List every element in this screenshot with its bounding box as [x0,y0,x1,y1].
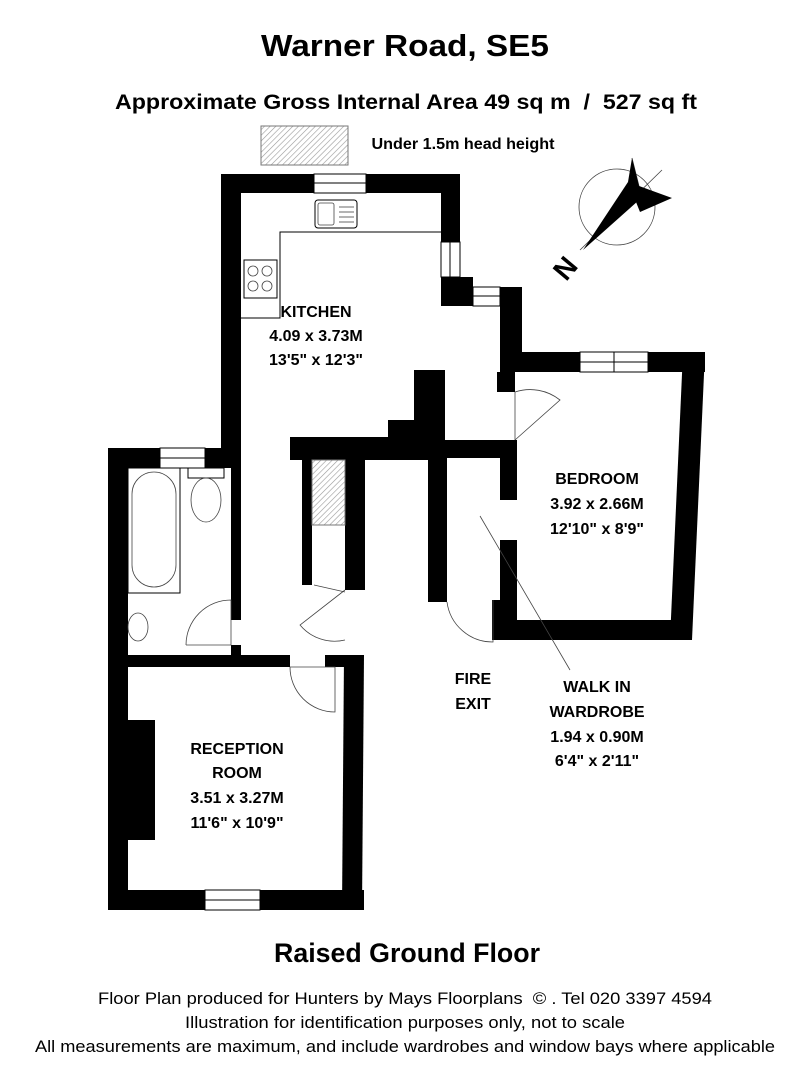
hob-icon [243,259,278,299]
floor-label: Raised Ground Floor [274,938,540,968]
reception-metric: 3.51 x 3.27M [190,790,283,807]
footer-line-2: Illustration for identification purposes… [185,1013,625,1032]
room-label-wardrobe: WALK IN WARDROBE 1.94 x 0.90M 6'4" x 2'1… [549,679,644,770]
kitchen-imperial: 13'5" x 12'3" [269,352,363,369]
basin-icon [127,612,149,642]
toilet-icon [190,477,222,523]
sink-icon [314,199,358,229]
bath-icon [127,467,181,594]
reception-imperial: 11'6" x 10'9" [190,815,283,832]
windows [159,173,649,911]
doors [185,389,561,713]
bedroom-metric: 3.92 x 2.66M [550,496,643,513]
room-label-reception: RECEPTION ROOM 3.51 x 3.27M 11'6" x 10'9… [190,741,283,832]
plan-title: Warner Road, SE5 [261,28,549,63]
walls [108,174,705,910]
head-height-legend-label: Under 1.5m head height [372,136,556,153]
kitchen-name: KITCHEN [280,304,351,321]
head-height-legend-swatch [260,125,349,166]
wardrobe-name-1: WALK IN [563,679,631,696]
compass-north-label: N [547,251,584,286]
fire-exit-2: EXIT [455,696,491,713]
footer-line-3: All measurements are maximum, and includ… [35,1037,775,1056]
low-head-height-area [311,459,346,526]
wardrobe-leader-line [479,515,571,671]
area-subtitle: Approximate Gross Internal Area 49 sq m … [115,91,697,114]
footer-line-1: Floor Plan produced for Hunters by Mays … [98,989,712,1008]
bedroom-name: BEDROOM [555,471,639,488]
reception-name-1: RECEPTION [190,741,283,758]
room-label-kitchen: KITCHEN 4.09 x 3.73M 13'5" x 12'3" [269,304,363,369]
compass-icon: N [547,157,672,286]
wardrobe-name-2: WARDROBE [549,704,644,721]
reception-name-2: ROOM [212,765,262,782]
fire-exit-1: FIRE [455,671,492,688]
bedroom-imperial: 12'10" x 8'9" [550,521,644,538]
wardrobe-imperial: 6'4" x 2'11" [555,753,639,770]
bathroom-fixtures [127,467,225,642]
kitchen-fixtures [241,199,441,319]
kitchen-metric: 4.09 x 3.73M [269,328,362,345]
room-label-bedroom: BEDROOM 3.92 x 2.66M 12'10" x 8'9" [550,471,644,538]
wardrobe-metric: 1.94 x 0.90M [550,729,643,746]
room-label-fire-exit: FIRE EXIT [455,671,492,713]
